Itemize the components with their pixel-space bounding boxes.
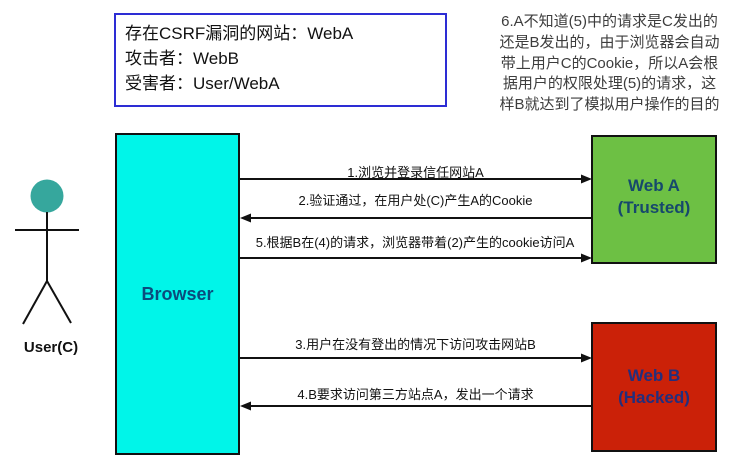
note-line: 样B就达到了模拟用户操作的目的 xyxy=(499,96,720,114)
web-a-sublabel: (Trusted) xyxy=(617,198,691,217)
web-a-box: Web A (Trusted) xyxy=(591,135,717,264)
message-label-step5: 5.根据B在(4)的请求，浏览器带着(2)产生的cookie访问A xyxy=(255,235,575,250)
legend-box: 存在CSRF漏洞的网站：WebA 攻击者：WebB 受害者：User/WebA xyxy=(114,13,447,107)
note-line: 6.A不知道(5)中的请求是C发出的 xyxy=(501,13,718,30)
legend-line-victim: 受害者：User/WebA xyxy=(125,74,280,93)
note-line: 还是B发出的，由于浏览器会自动 xyxy=(499,33,720,51)
legend-line-attacker: 攻击者：WebB xyxy=(125,49,239,68)
arrow-step3-right xyxy=(240,353,592,363)
web-a-label: Web A xyxy=(628,176,680,195)
user-stick-figure-icon xyxy=(15,179,79,325)
note-line: 据用户的权限处理(5)的请求，这 xyxy=(502,75,717,93)
web-b-sublabel: (Hacked) xyxy=(618,388,690,407)
arrow-step2-left xyxy=(240,213,591,223)
arrow-step1-right xyxy=(240,174,592,184)
web-b-label: Web B xyxy=(627,366,681,385)
note-line: 带上用户C的Cookie，所以A会根 xyxy=(500,54,719,72)
browser-box: Browser xyxy=(115,133,240,455)
browser-label: Browser xyxy=(141,283,214,304)
arrow-step4-left xyxy=(240,401,591,411)
message-label-step2: 2.验证通过，在用户处(C)产生A的Cookie xyxy=(298,193,533,208)
legend-line-vulnerable-site: 存在CSRF漏洞的网站：WebA xyxy=(125,24,354,43)
message-label-step4: 4.B要求访问第三方站点A，发出一个请求 xyxy=(297,387,534,402)
note-step6: 6.A不知道(5)中的请求是C发出的 还是B发出的，由于浏览器会自动 带上用户C… xyxy=(466,12,753,116)
user-label: User(C) xyxy=(23,339,79,356)
web-b-box: Web B (Hacked) xyxy=(591,322,717,452)
message-label-step1: 1.浏览并登录信任网站A xyxy=(347,165,484,180)
message-label-step3: 3.用户在没有登出的情况下访问攻击网站B xyxy=(295,337,536,352)
arrow-step5-right xyxy=(240,253,592,263)
